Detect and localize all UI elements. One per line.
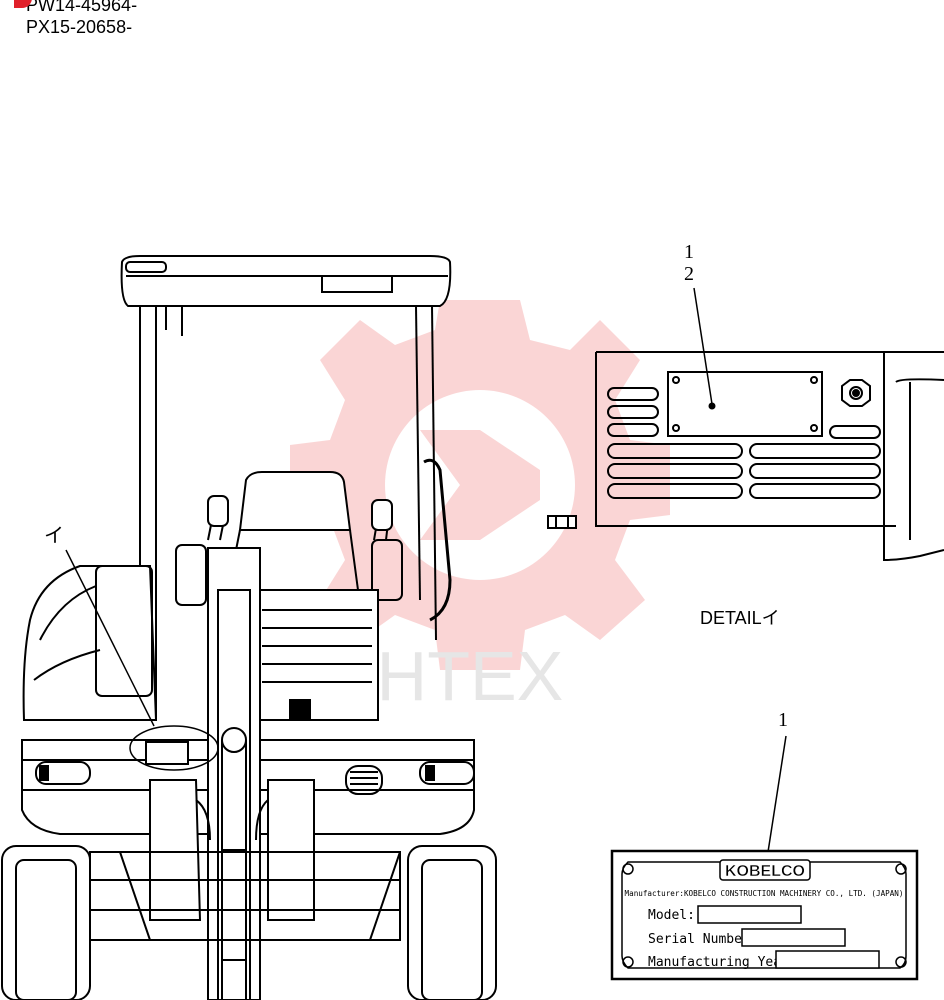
watermark-text: HTEX xyxy=(377,637,564,715)
plate-model-label: Model: xyxy=(648,908,695,923)
plate-brand: KOBELCO xyxy=(725,863,805,880)
serial-start-1: PW14-45964- xyxy=(26,0,138,15)
callout-1-detail: 1 xyxy=(684,241,694,263)
marker-leader-line xyxy=(65,549,155,727)
watermark-gear-icon xyxy=(290,300,670,670)
detail-label: DETAILイ xyxy=(700,608,780,628)
serial-range: PW14-45964- PX15-20658- xyxy=(14,0,138,38)
plate-manufacturer: Manufacturer:KOBELCO CONSTRUCTION MACHIN… xyxy=(625,889,904,898)
plate-rivet-icon xyxy=(622,956,634,968)
plate-rivet-icon xyxy=(622,863,634,875)
serial-marker-icon xyxy=(14,0,32,8)
callout-2-detail: 2 xyxy=(684,263,694,285)
callout-1-plate: 1 xyxy=(778,709,788,731)
excavator-illustration xyxy=(1,255,497,1000)
name-plate: KOBELCO Manufacturer:KOBELCO CONSTRUCTIO… xyxy=(610,849,919,981)
plate-serial-field xyxy=(741,928,846,947)
serial-start-2: PX15-20658- xyxy=(26,17,133,37)
plate-year-label: Manufacturing Year: xyxy=(648,955,797,970)
plate-serial-label: Serial Number: xyxy=(648,932,758,947)
detail-panel-illustration xyxy=(547,351,944,562)
machine-marker-label: イ xyxy=(44,525,64,547)
plate-year-field xyxy=(775,950,880,969)
plate-rivet-icon xyxy=(895,956,907,968)
plate-leader-line xyxy=(767,735,787,853)
plate-rivet-icon xyxy=(895,863,907,875)
plate-model-field xyxy=(697,905,802,924)
detail-leader-line xyxy=(693,287,713,405)
